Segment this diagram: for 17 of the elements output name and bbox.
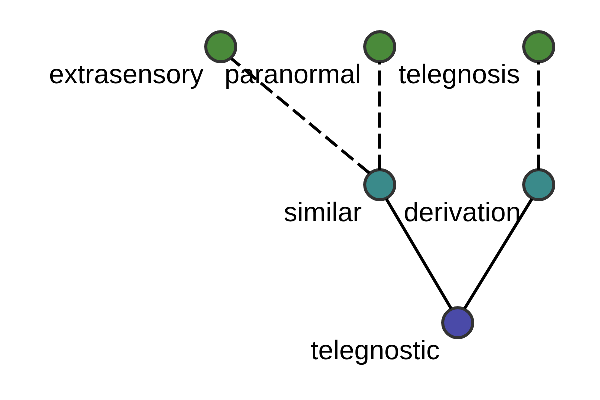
connector (230, 58, 370, 174)
connector (537, 62, 540, 170)
connector (463, 198, 533, 310)
node-label: extrasensory (48, 60, 204, 90)
node-label: telegnosis (398, 60, 520, 90)
node-label: derivation (403, 198, 521, 228)
connector (378, 62, 381, 170)
node-circle (363, 168, 396, 202)
node-circle (204, 30, 237, 64)
node-circle (522, 30, 555, 64)
connector (384, 198, 452, 310)
node-label: similar (284, 198, 362, 228)
node-label: telegnostic (310, 336, 440, 366)
node-circle (441, 306, 474, 340)
node-circle (363, 30, 396, 64)
node-label: paranormal (224, 60, 361, 90)
node-circle (522, 168, 555, 202)
